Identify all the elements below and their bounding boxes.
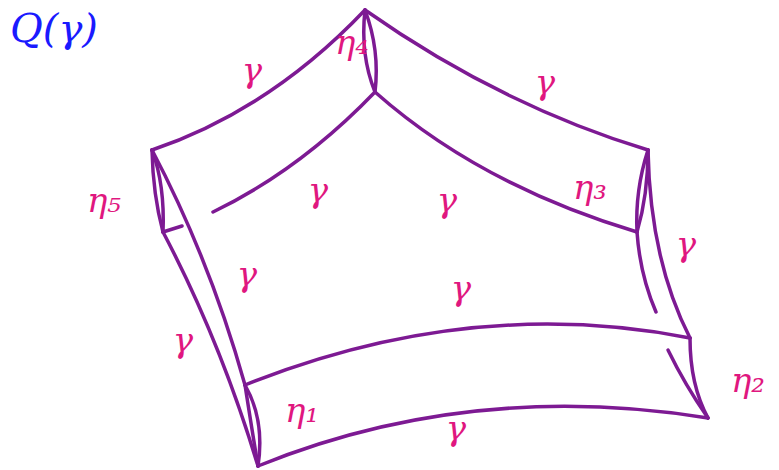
math-label: η₁ bbox=[285, 393, 319, 427]
edge-curve bbox=[163, 232, 258, 466]
edge-curve bbox=[163, 226, 182, 232]
math-label: γ bbox=[446, 411, 466, 445]
math-label: γ bbox=[237, 257, 257, 291]
math-label: η₅ bbox=[87, 183, 121, 217]
edge-curve bbox=[668, 350, 708, 418]
math-label: γ bbox=[242, 53, 262, 87]
math-label: η₄ bbox=[335, 25, 369, 59]
edge-curve bbox=[245, 385, 260, 466]
edge-curve bbox=[637, 150, 648, 232]
figure-title: Q(γ) bbox=[10, 8, 98, 48]
math-label: η₃ bbox=[573, 170, 607, 204]
edge-curve bbox=[152, 10, 365, 150]
edge-curve bbox=[258, 406, 708, 466]
math-label: γ bbox=[535, 65, 555, 99]
edge-curve bbox=[152, 150, 245, 385]
edge-curve bbox=[365, 10, 648, 150]
edge-curve bbox=[375, 92, 637, 232]
math-label: γ bbox=[173, 323, 193, 357]
math-label: γ bbox=[437, 183, 457, 217]
edge-curve bbox=[637, 232, 656, 312]
math-label: γ bbox=[676, 227, 696, 261]
edge-curve bbox=[213, 92, 375, 212]
math-label: γ bbox=[308, 173, 328, 207]
math-label: η₂ bbox=[731, 363, 765, 397]
edge-curve bbox=[637, 150, 648, 232]
edge-curve bbox=[245, 324, 690, 385]
math-label: γ bbox=[451, 271, 471, 305]
